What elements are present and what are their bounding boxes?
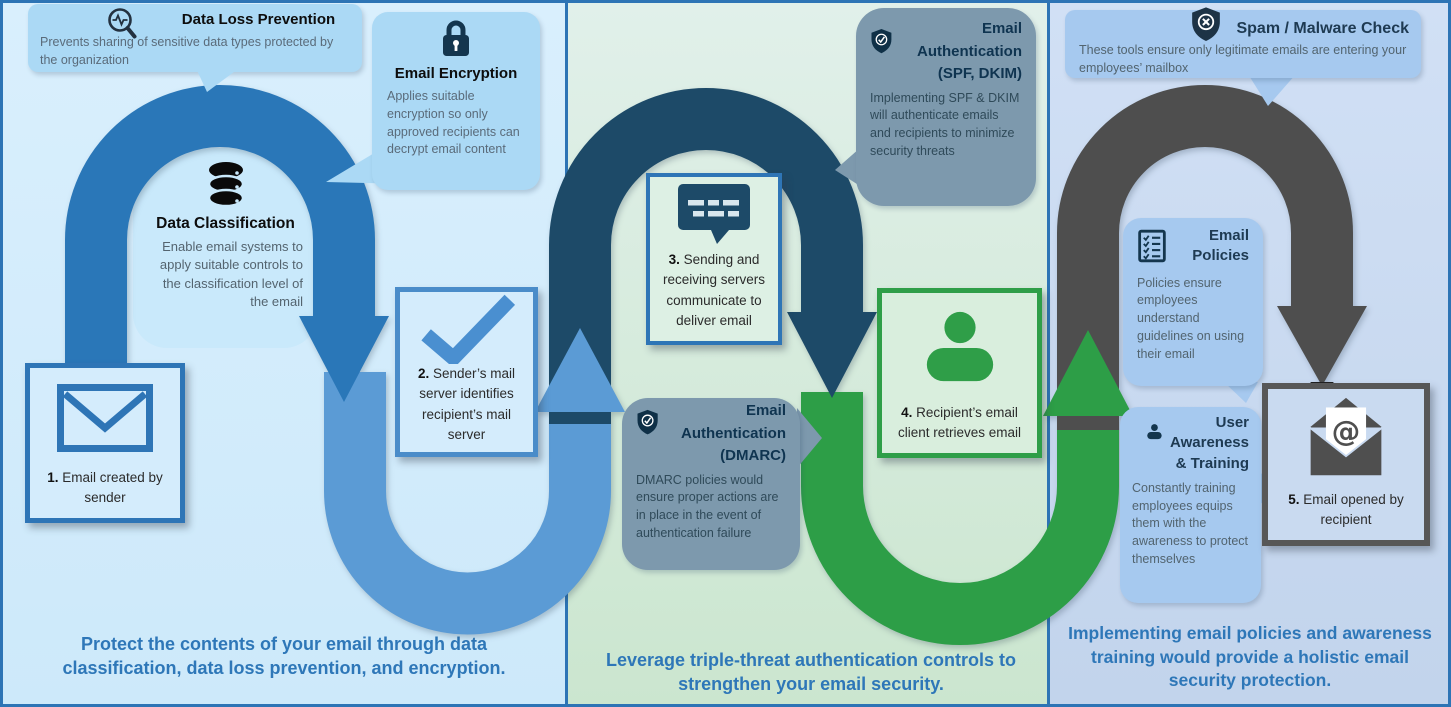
step-3-servers-communicate: 3. Sending and receiving servers communi… [646,173,782,345]
checklist-icon [1138,229,1166,263]
bubble-email-encryption: Email Encryption Applies suitable encryp… [372,12,540,190]
person-icon [1147,424,1162,440]
bubble-user-awareness-training: User Awareness & Training Constantly tra… [1120,407,1261,603]
caption-protect-contents: Protect the contents of your email throu… [62,634,506,679]
shield-check-icon [637,409,658,435]
bubble-body: Prevents sharing of sensitive data types… [40,35,334,67]
checkmark-icon [420,294,515,364]
bubble-body: Policies ensure employees understand gui… [1137,275,1245,361]
caption-triple-threat: Leverage triple-threat authentication co… [605,650,1017,695]
shield-x-icon [1192,7,1220,41]
step-label: 3. Sending and receiving servers communi… [662,252,766,328]
bubble-body: Applies suitable encryption so only appr… [387,89,520,157]
bubble-title: Email Encryption [394,65,518,82]
bubble-title: Spam / Malware Check [1236,20,1409,37]
step-label: 5. Email opened by recipient [1288,491,1404,527]
database-icon [207,162,244,208]
step-label: 2. Sender’s mail server identifies recip… [417,366,516,442]
chat-bubble-icon [678,183,750,244]
bubble-title: Data Classification [156,215,295,232]
bubble-body: Enable email systems to apply suitable c… [159,239,303,310]
person-icon [926,311,993,381]
open-envelope-at-icon: @ [1308,398,1384,478]
bubble-body: DMARC policies would ensure proper actio… [636,472,779,540]
bubble-body: Implementing SPF & DKIM will authenticat… [870,90,1020,158]
bubble-body: Constantly training employees equips the… [1132,480,1249,566]
bubble-data-loss-prevention: Data Loss Prevention Prevents sharing of… [28,4,362,72]
bubble-email-authentication-spf-dkim: Email Authentication (SPF, DKIM) Impleme… [856,8,1036,206]
bubble-title: Email Authentication (DMARC) [681,402,786,464]
svg-text:@: @ [1332,414,1361,448]
caption-holistic-protection: Implementing email policies and awarenes… [1068,623,1432,691]
bubble-email-authentication-dmarc: Email Authentication (DMARC) DMARC polic… [622,398,800,570]
step-2-server-identifies: 2. Sender’s mail server identifies recip… [395,287,538,457]
step-label: 1. Email created by sender [47,469,163,505]
magnifier-pulse-icon [108,8,137,39]
step-label: 4. Recipient’s email client retrieves em… [897,404,1022,440]
bubble-title: User Awareness & Training [1170,414,1249,472]
shield-check-icon [871,29,892,54]
envelope-icon [57,383,153,452]
step-5-email-opened: @ 5. Email opened by recipient [1262,383,1430,546]
bubble-title: Data Loss Prevention [181,11,336,28]
bubble-spam-malware-check: Spam / Malware Check These tools ensure … [1065,7,1421,78]
bubble-body: These tools ensure only legitimate email… [1079,43,1407,75]
bubble-email-policies: Email Policies Policies ensure employees… [1123,218,1263,386]
bubble-title: Email Policies [1192,227,1249,265]
padlock-icon [443,20,469,56]
step-1-email-created: 1. Email created by sender [25,363,185,523]
bubble-title: Email Authentication (SPF, DKIM) [917,20,1022,82]
step-4-client-retrieves: 4. Recipient’s email client retrieves em… [877,288,1042,458]
bubble-data-classification: Data Classification Enable email systems… [133,148,318,348]
